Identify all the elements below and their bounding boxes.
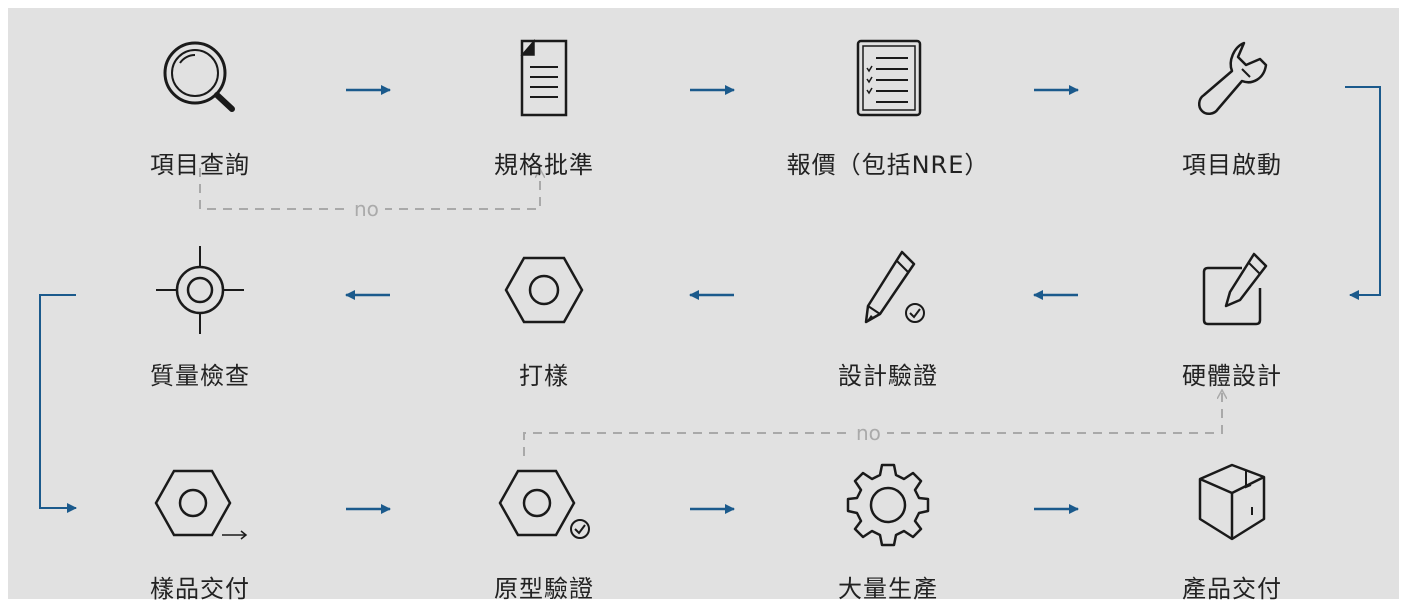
step-prototype-verification: 原型驗證 bbox=[434, 457, 654, 607]
step-label: 原型驗證 bbox=[494, 575, 594, 603]
hex-nut-icon bbox=[504, 256, 584, 324]
pencil-check-icon bbox=[864, 250, 925, 324]
checklist-icon bbox=[856, 39, 922, 117]
wrench-icon bbox=[1198, 41, 1268, 115]
step-quotation: 報價（包括NRE） bbox=[778, 33, 998, 183]
loop-2-label: no bbox=[850, 422, 887, 444]
step-quality-check: 質量檢查 bbox=[90, 244, 310, 394]
hex-nut-arrow-icon bbox=[154, 469, 248, 540]
step-hardware-design: 硬體設計 bbox=[1122, 244, 1342, 394]
flow-diagram: no no 項目查詢 規格批準 bbox=[8, 8, 1399, 603]
gear-icon bbox=[846, 463, 930, 547]
edit-box-icon bbox=[1202, 252, 1268, 326]
connector-left bbox=[39, 294, 77, 513]
step-label: 硬體設計 bbox=[1182, 362, 1282, 390]
connector-right bbox=[1345, 86, 1381, 300]
step-label: 產品交付 bbox=[1182, 575, 1282, 603]
step-label: 規格批準 bbox=[494, 151, 594, 179]
step-label: 大量生產 bbox=[838, 575, 938, 603]
magnifier-icon bbox=[163, 41, 235, 112]
step-sampling: 打樣 bbox=[434, 244, 654, 394]
step-label: 項目查詢 bbox=[150, 151, 250, 179]
document-icon bbox=[520, 38, 568, 117]
step-mass-production: 大量生產 bbox=[778, 457, 998, 607]
step-label: 打樣 bbox=[519, 362, 569, 390]
crosshair-icon bbox=[156, 246, 244, 334]
box-icon bbox=[1198, 463, 1266, 541]
step-label: 樣品交付 bbox=[150, 575, 250, 603]
step-label: 報價（包括NRE） bbox=[786, 151, 990, 179]
step-project-inquiry: 項目查詢 bbox=[90, 33, 310, 183]
hex-nut-check-icon bbox=[498, 469, 590, 539]
step-label: 設計驗證 bbox=[838, 362, 938, 390]
step-label: 項目啟動 bbox=[1182, 151, 1282, 179]
step-design-verification: 設計驗證 bbox=[778, 244, 998, 394]
loop-1-label: no bbox=[348, 198, 385, 220]
step-product-delivery: 產品交付 bbox=[1122, 457, 1342, 607]
step-label: 質量檢查 bbox=[150, 362, 250, 390]
step-sample-delivery: 樣品交付 bbox=[90, 457, 310, 607]
step-spec-approval: 規格批準 bbox=[434, 33, 654, 183]
step-project-kickoff: 項目啟動 bbox=[1122, 33, 1342, 183]
